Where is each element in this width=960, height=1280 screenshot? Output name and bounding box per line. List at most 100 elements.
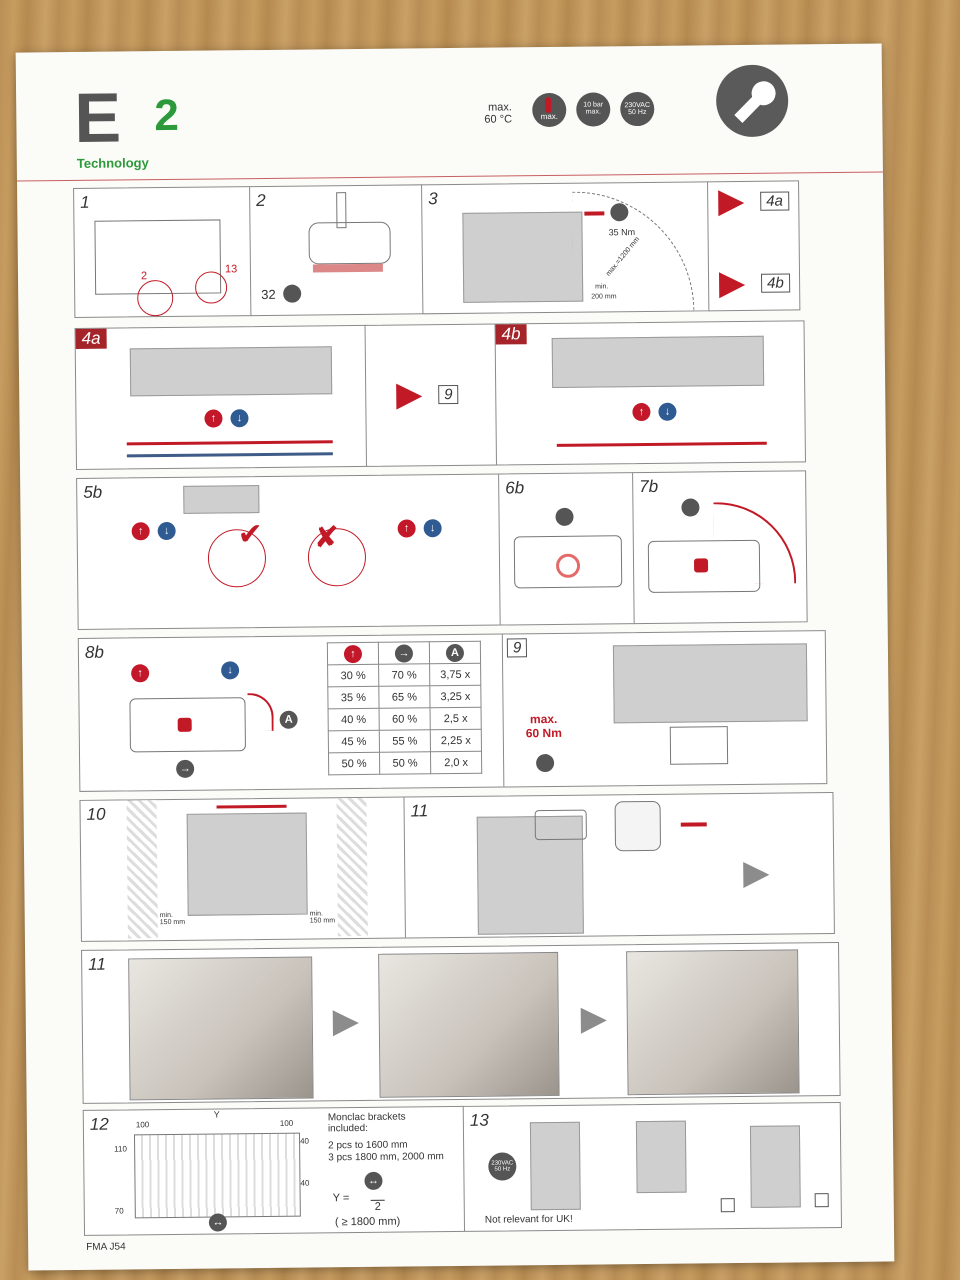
step-5b-panel: 5b ↑ ↓ ✔ ✘ ↑ ↓ [76, 473, 502, 630]
step-number: 11 [88, 954, 106, 974]
wrench-icon [715, 64, 789, 138]
step-9-panel: 9 max. 60 Nm [501, 630, 828, 788]
return-pipe [126, 452, 333, 458]
table-row: 40 %60 %2,5 x [328, 707, 482, 731]
step-number: 9 [506, 638, 528, 658]
step-10-panel: 10 min. 150 mm min. 150 mm [79, 796, 407, 942]
torque-label: 32 [261, 286, 276, 303]
step-4a-panel: 4a ↑ ↓ [74, 324, 369, 470]
step-number: 8b [84, 642, 104, 662]
table-cell: 45 % [328, 730, 380, 753]
width-icon: ↔ [208, 1213, 228, 1232]
logo-letter: E [73, 78, 122, 157]
table-row: 30 %70 %3,75 x [327, 663, 481, 687]
step-7b-panel: 7b [632, 470, 808, 625]
wrench-icon [610, 203, 629, 222]
header-cell: → [378, 641, 430, 665]
step-13-panel: 13 230VAC 50 Hz Not relevant for UK! [462, 1101, 843, 1232]
brackets-line-1: 2 pcs to 1600 mm [328, 1139, 408, 1152]
ref-4b: 4b [761, 273, 790, 293]
radiator-front [183, 485, 260, 514]
table-cell: 60 % [379, 707, 431, 731]
red-hex-plug [693, 558, 709, 573]
step-number: 4b [495, 324, 527, 345]
arrow-right-icon [718, 189, 745, 217]
arrow-right-icon [718, 271, 746, 299]
vertical-pipe [336, 192, 347, 229]
radiator-front [129, 346, 333, 397]
table-cell: 30 % [327, 664, 379, 687]
ref-label: 2 [140, 270, 148, 283]
table-cell: 2,25 x [430, 729, 482, 752]
detail-circle [137, 279, 174, 317]
flow-down-icon: ↓ [230, 409, 249, 428]
min-label: min. [595, 283, 609, 291]
checkmark-icon: ✔ [237, 518, 264, 552]
cross-icon: ✘ [313, 521, 340, 555]
logo-number: 2 [154, 90, 180, 141]
next-arrow-icon [332, 1010, 359, 1037]
dimension-110: 110 [114, 1144, 127, 1154]
table-cell: 35 % [327, 686, 380, 709]
step-number: 2 [256, 190, 266, 211]
step-12-panel: 12 Y 100 100 110 40 40 70 ↔ Monclac brac… [82, 1105, 467, 1236]
valve-pair [669, 726, 729, 765]
thermometer-icon [545, 96, 552, 114]
table-row: 35 %65 %3,25 x [327, 685, 482, 709]
wrench-icon [555, 507, 574, 526]
step-number: 4a [75, 328, 107, 349]
step-2-panel: 2 32 [249, 184, 425, 317]
radiator-variant-3 [749, 1125, 801, 1208]
flow-up-icon: ↑ [131, 522, 150, 541]
dimension-100-right: 100 [279, 1118, 294, 1128]
table-cell: 50 % [379, 751, 431, 775]
photo-actuator-wiring [128, 956, 314, 1101]
formula-y: Y = [332, 1192, 350, 1205]
step-number: 3 [428, 189, 438, 209]
step-8b-panel: 8b ↑ ↓ A → ↑ → A 30 %70 %3,75 x 35 %65 %… [77, 633, 506, 792]
table-cell: 55 % [379, 729, 431, 753]
red-fittings [312, 263, 383, 273]
step-11-photos-panel: 11 [81, 941, 841, 1104]
ref-label: 13 [224, 263, 238, 276]
ref-4a: 4a [760, 191, 790, 211]
flow-down-icon: ↓ [658, 402, 677, 421]
wrench-icon [283, 284, 302, 303]
photo-actuator-closeup [378, 951, 560, 1098]
table-header-row: ↑ → A [327, 641, 481, 665]
supply-pipe [126, 440, 333, 446]
table-cell: 65 % [378, 685, 431, 709]
brand-logo: E 2 Technology [74, 78, 205, 176]
table-cell: 70 % [378, 663, 430, 687]
min-distance-label: 200 mm [591, 293, 617, 301]
goto-step: 9 [438, 384, 459, 405]
dimension-y: Y [213, 1109, 220, 1120]
radiator-front [462, 211, 584, 303]
next-arrow-icon [580, 1007, 607, 1034]
wall-left [126, 800, 158, 939]
min-left-label: min. 150 mm [159, 911, 186, 927]
min-right-label: min. 150 mm [309, 910, 336, 925]
step-number: 13 [469, 1110, 489, 1130]
radiator-front [551, 335, 765, 388]
table-cell: 2,0 x [430, 751, 482, 774]
step-number: 12 [89, 1114, 109, 1134]
power-badge: 230VAC 50 Hz [620, 91, 655, 127]
dimension-100-left: 100 [135, 1120, 150, 1130]
angle-a-icon: A [279, 710, 298, 729]
step-3-refs-panel: 4a 4b [707, 180, 801, 312]
table-cell: 50 % [328, 752, 380, 775]
single-pipe [556, 441, 767, 447]
radiator-back-drawing [133, 1132, 301, 1219]
dimension-70: 70 [114, 1206, 124, 1216]
hex-key-icon [681, 498, 700, 517]
torque-label: 35 Nm [608, 227, 636, 238]
valve-head [534, 809, 587, 841]
brackets-title: Monclac brackets included: [327, 1111, 406, 1135]
flow-up-icon: ↑ [343, 644, 363, 663]
step-number: 5b [83, 482, 103, 502]
socket-icon [814, 1193, 829, 1208]
flow-up-icon: ↑ [397, 519, 416, 538]
step-1-panel: 1 2 13 [73, 186, 253, 318]
step-6b-panel: 6b [498, 472, 636, 626]
